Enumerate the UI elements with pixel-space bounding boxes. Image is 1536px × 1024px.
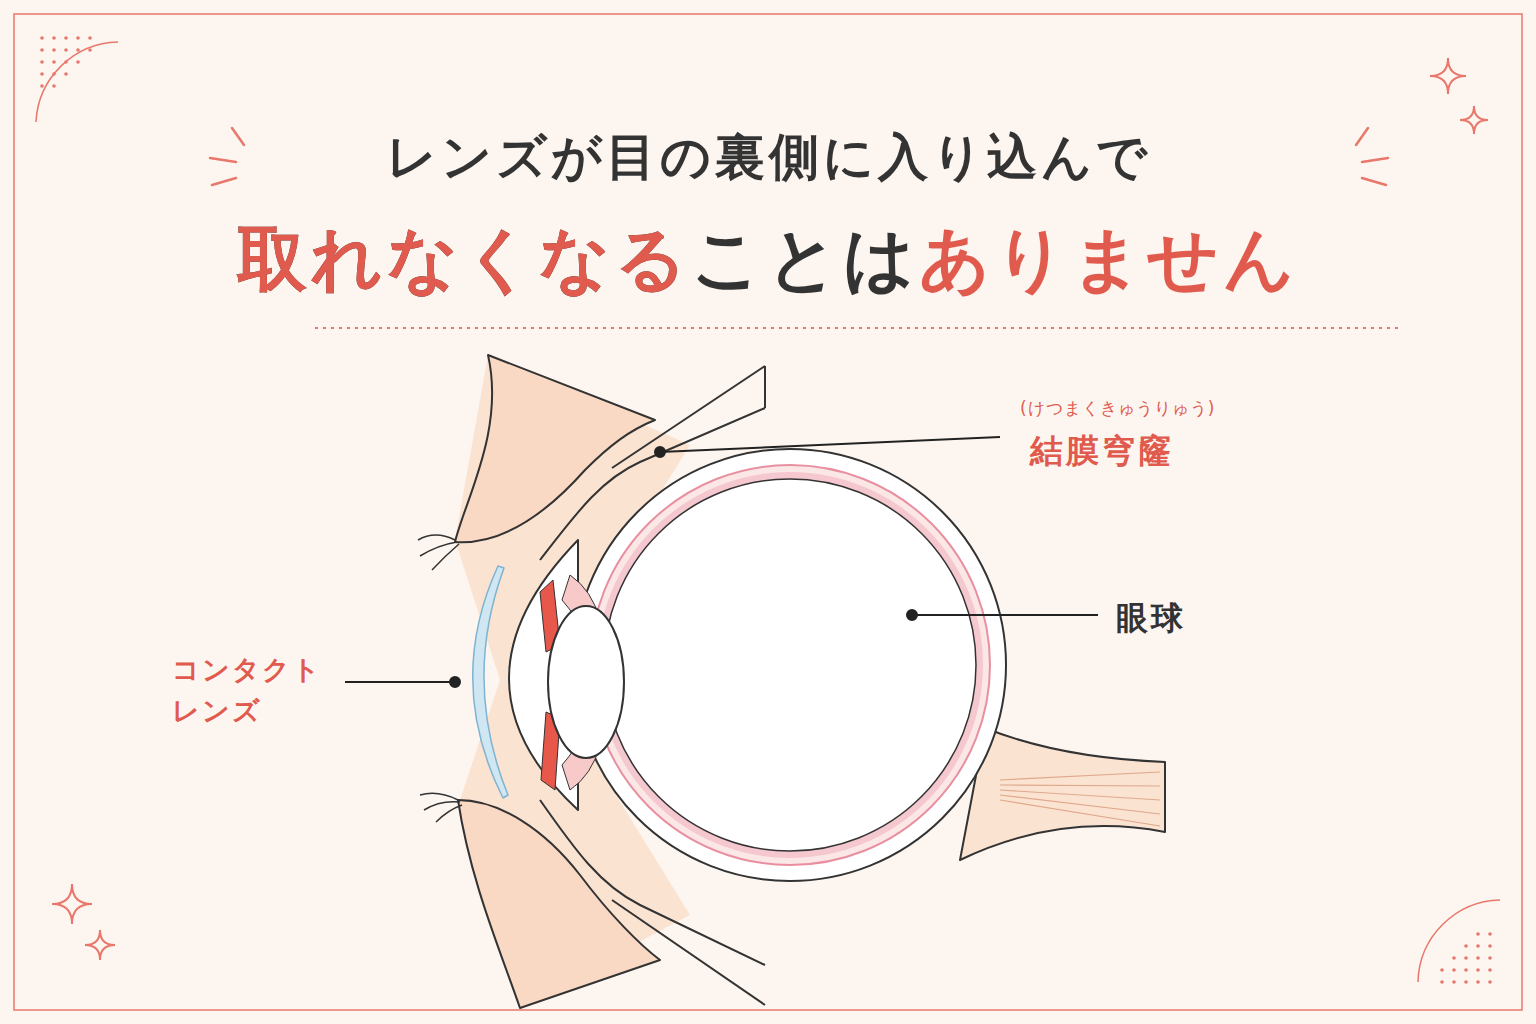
eye-drawing xyxy=(574,449,1006,881)
corner-dot xyxy=(76,48,80,52)
leader-lines xyxy=(907,610,917,620)
eye-drawing xyxy=(1000,800,1160,826)
eye-drawing xyxy=(960,728,1165,860)
leader-lines xyxy=(655,447,665,457)
eye-drawing xyxy=(597,472,983,858)
part-name: コンタクト レンズ xyxy=(172,650,347,731)
corner-dot xyxy=(52,72,56,76)
corner-dot xyxy=(1464,956,1468,960)
corner-dot xyxy=(1452,956,1456,960)
corner-dot xyxy=(1476,932,1480,936)
corner-dot xyxy=(76,36,80,40)
eye-drawing xyxy=(420,542,457,556)
corner-dot xyxy=(1488,956,1492,960)
eye-drawing xyxy=(590,465,990,865)
eye-drawing xyxy=(458,800,660,1008)
eye-drawing xyxy=(1000,790,1160,800)
corner-dot xyxy=(52,36,56,40)
corner-dot xyxy=(1488,932,1492,936)
part-name: 眼球 xyxy=(1116,594,1186,642)
corner-dot xyxy=(1452,968,1456,972)
corner-dot xyxy=(40,36,44,40)
eye-drawing xyxy=(764,366,766,408)
page-frame xyxy=(1418,900,1500,982)
corner-dot xyxy=(1488,968,1492,972)
eye-drawing xyxy=(418,535,462,822)
page-frame xyxy=(52,58,1488,960)
page-frame xyxy=(1430,58,1466,94)
corner-dot xyxy=(40,72,44,76)
corner-dots xyxy=(40,36,1492,984)
eye-drawing xyxy=(1000,785,1160,786)
corner-dot xyxy=(1476,956,1480,960)
eye-drawing xyxy=(436,805,462,822)
eye-drawing xyxy=(473,566,508,798)
corner-dot xyxy=(1440,968,1444,972)
corner-dot xyxy=(1476,944,1480,948)
eye-drawing xyxy=(540,800,765,965)
eye-drawing xyxy=(1000,772,1160,780)
leader-lines xyxy=(345,681,455,683)
corner-dot xyxy=(1488,944,1492,948)
part-name: 結膜穹窿 xyxy=(1030,426,1174,476)
eye-drawing xyxy=(604,479,976,851)
page-frame xyxy=(85,930,115,960)
corner-dot xyxy=(40,84,44,88)
page-frame xyxy=(315,327,1400,329)
page-frame xyxy=(1460,106,1488,134)
corner-dot xyxy=(64,36,68,40)
eye-drawing xyxy=(548,606,624,758)
eye-drawing xyxy=(432,544,459,570)
eye-drawing xyxy=(455,355,655,542)
corner-dot xyxy=(1464,944,1468,948)
leader-lines xyxy=(912,614,1098,616)
leader-lines xyxy=(660,437,1000,452)
corner-dot xyxy=(1476,968,1480,972)
page-frame xyxy=(36,42,118,122)
eye-drawing xyxy=(418,535,455,540)
corner-dot xyxy=(52,60,56,64)
corner-dot xyxy=(40,60,44,64)
leader-lines xyxy=(345,437,1098,687)
corner-dot xyxy=(64,72,68,76)
page-frame xyxy=(14,14,1522,1010)
corner-dot xyxy=(40,48,44,52)
corner-dot xyxy=(64,48,68,52)
corner-dot xyxy=(1476,980,1480,984)
eye-drawing xyxy=(612,900,765,1005)
eye-drawing xyxy=(420,793,458,800)
corner-dot xyxy=(52,48,56,52)
corner-dot xyxy=(1464,980,1468,984)
corner-dot xyxy=(1464,968,1468,972)
reading-hint: (けつまくきゅうりゅう) xyxy=(1020,396,1215,422)
corner-dot xyxy=(1452,980,1456,984)
corner-dot xyxy=(88,36,92,40)
page-frame xyxy=(14,14,1522,1010)
eye-drawing xyxy=(612,366,765,468)
leader-lines xyxy=(450,677,460,687)
heading: レンズが目の裏側に入り込んで 取れなくなることはありません xyxy=(168,106,1368,310)
corner-dot xyxy=(52,84,56,88)
eye-drawing xyxy=(540,408,765,560)
eye-drawing xyxy=(1000,772,1160,826)
corner-dot xyxy=(1440,980,1444,984)
corner-dot xyxy=(76,60,80,64)
corner-dot xyxy=(64,60,68,64)
corner-dot xyxy=(88,48,92,52)
corner-dot xyxy=(1488,980,1492,984)
page-frame xyxy=(52,884,92,924)
